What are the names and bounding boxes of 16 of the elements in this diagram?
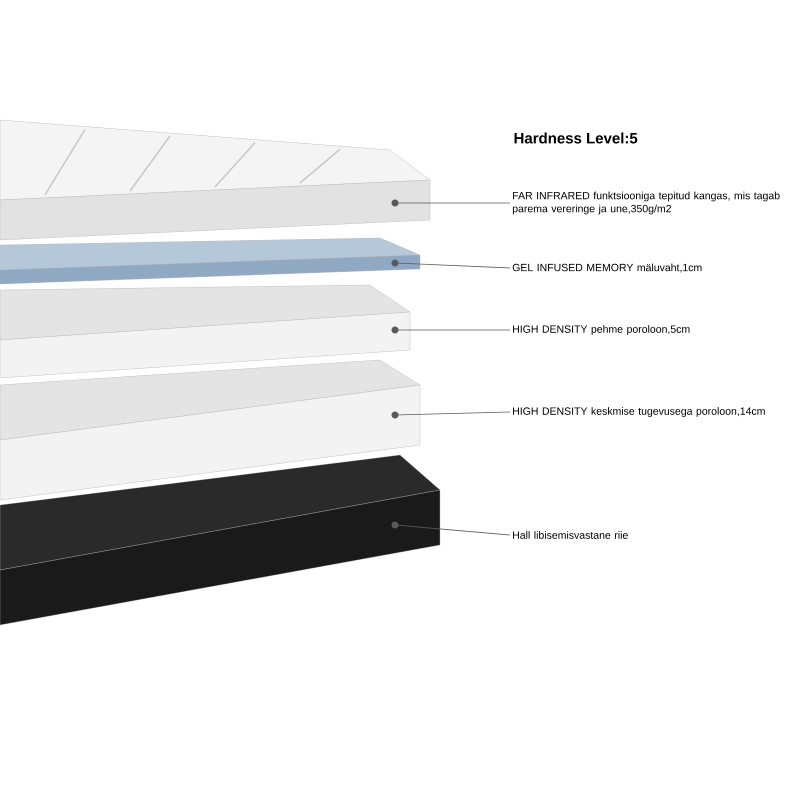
leader-line [392,326,510,334]
layer-label: HIGH DENSITY pehme poroloon,5cm [513,325,690,335]
mattress-layer-drawing [0,120,430,240]
mattress-layer-drawing [0,454,440,626]
layer-label: Hall libisemisvastane riie [513,531,628,539]
title: Hardness Level:5 [514,132,638,144]
mattress-layer-drawing [0,284,410,378]
leader-line [392,522,510,536]
layer-label: GEL INFUSED MEMORY mäluvaht,1cm [512,264,702,272]
mattress-layer-drawing [0,360,420,500]
leader-line [392,260,510,268]
layer-label: HIGH DENSITY keskmise tugevusega poroloon,14cm [513,407,765,417]
leader-line [392,200,510,206]
layer-label: FAR INFRARED funktsiooniga tepitud kangas, mis tagab parema vereringe ja une,350g/m2 [512,192,780,214]
mattress-layer-drawing [0,238,420,284]
leader-line [392,412,510,418]
